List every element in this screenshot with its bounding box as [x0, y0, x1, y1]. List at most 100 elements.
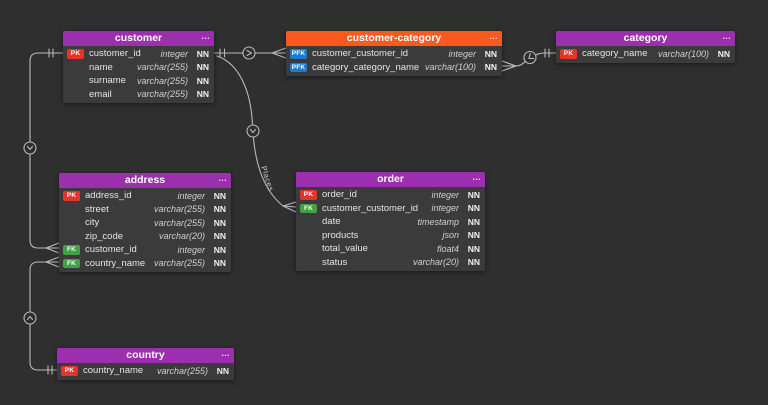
- pk-key-badge: PK: [67, 49, 84, 59]
- key-badge-empty: [63, 205, 80, 215]
- table-header[interactable]: customer-category …: [286, 31, 502, 46]
- column-type: json: [442, 230, 459, 241]
- pk-key-badge: PK: [300, 190, 317, 200]
- not-null-flag: NN: [467, 203, 480, 214]
- key-badge-empty: [67, 90, 84, 100]
- crow-foot-many-marker: [282, 201, 297, 213]
- column-type: varchar(255): [136, 89, 188, 100]
- key-badge-empty: [300, 258, 317, 268]
- relationship-handle-icon[interactable]: [23, 141, 37, 155]
- table-header[interactable]: address …: [59, 173, 231, 188]
- column-type: varchar(255): [136, 75, 188, 86]
- not-null-flag: NN: [467, 257, 480, 268]
- chevron-down-icon: [26, 145, 34, 151]
- more-options-icon[interactable]: …: [218, 173, 227, 183]
- key-badge-empty: [63, 232, 80, 242]
- fk-key-badge: FK: [63, 245, 80, 255]
- column-name: customer_customer_id: [322, 202, 419, 214]
- pfk-key-badge: PFK: [290, 49, 307, 59]
- not-null-flag: NN: [484, 48, 497, 59]
- cardinality-one-marker: [219, 48, 226, 58]
- column-type: integer: [448, 48, 476, 59]
- not-null-flag: NN: [467, 216, 480, 227]
- more-options-icon[interactable]: …: [472, 172, 481, 182]
- more-options-icon[interactable]: …: [221, 348, 230, 358]
- column-type: varchar(255): [136, 62, 188, 73]
- relationship-customer-customer-category[interactable]: [213, 46, 287, 60]
- not-null-flag: NN: [213, 217, 226, 228]
- cardinality-one-marker: [47, 365, 53, 375]
- not-null-flag: NN: [216, 365, 229, 376]
- relationship-handle-icon[interactable]: [23, 311, 37, 325]
- relationship-handle-icon[interactable]: [242, 46, 256, 60]
- column-name: email: [89, 88, 112, 100]
- not-null-flag: NN: [213, 231, 226, 242]
- relationship-handle-icon[interactable]: [246, 124, 260, 138]
- column-name: customer_id: [89, 48, 141, 60]
- table-header[interactable]: order …: [296, 172, 485, 187]
- not-null-flag: NN: [213, 244, 226, 255]
- pk-key-badge: PK: [560, 49, 577, 59]
- more-options-icon[interactable]: …: [201, 31, 210, 41]
- not-null-flag: NN: [467, 243, 480, 254]
- table-header[interactable]: country …: [57, 348, 234, 363]
- relationship-customer-address[interactable]: [23, 48, 64, 254]
- not-null-flag: NN: [484, 62, 497, 73]
- column-name: zip_code: [85, 230, 124, 242]
- relationship-country-address[interactable]: [23, 256, 60, 375]
- not-null-flag: NN: [717, 48, 730, 59]
- crow-foot-many-marker: [45, 256, 60, 268]
- table-header[interactable]: customer …: [63, 31, 214, 46]
- column-name: country_name: [83, 365, 144, 377]
- table-title: customer-category: [346, 32, 442, 44]
- column-type: integer: [160, 48, 188, 59]
- column-name: category_name: [582, 48, 648, 60]
- key-badge-empty: [67, 76, 84, 86]
- column-name: city: [85, 217, 100, 229]
- column-name: street: [85, 203, 109, 215]
- pk-key-badge: PK: [63, 191, 80, 201]
- column-name: surname: [89, 75, 126, 87]
- table-header[interactable]: category …: [556, 31, 735, 46]
- crow-foot-many-marker: [271, 47, 287, 59]
- pk-key-badge: PK: [61, 366, 78, 376]
- relationship-customer-category-category[interactable]: [501, 48, 557, 72]
- column-type: timestamp: [417, 216, 459, 227]
- more-options-icon[interactable]: …: [489, 31, 498, 41]
- table-title: order: [377, 173, 404, 185]
- more-options-icon[interactable]: …: [722, 31, 731, 41]
- column-type: integer: [177, 190, 205, 201]
- table-title: country: [126, 349, 165, 361]
- cardinality-one-marker: [48, 48, 54, 58]
- relationship-handle-icon[interactable]: [523, 50, 537, 65]
